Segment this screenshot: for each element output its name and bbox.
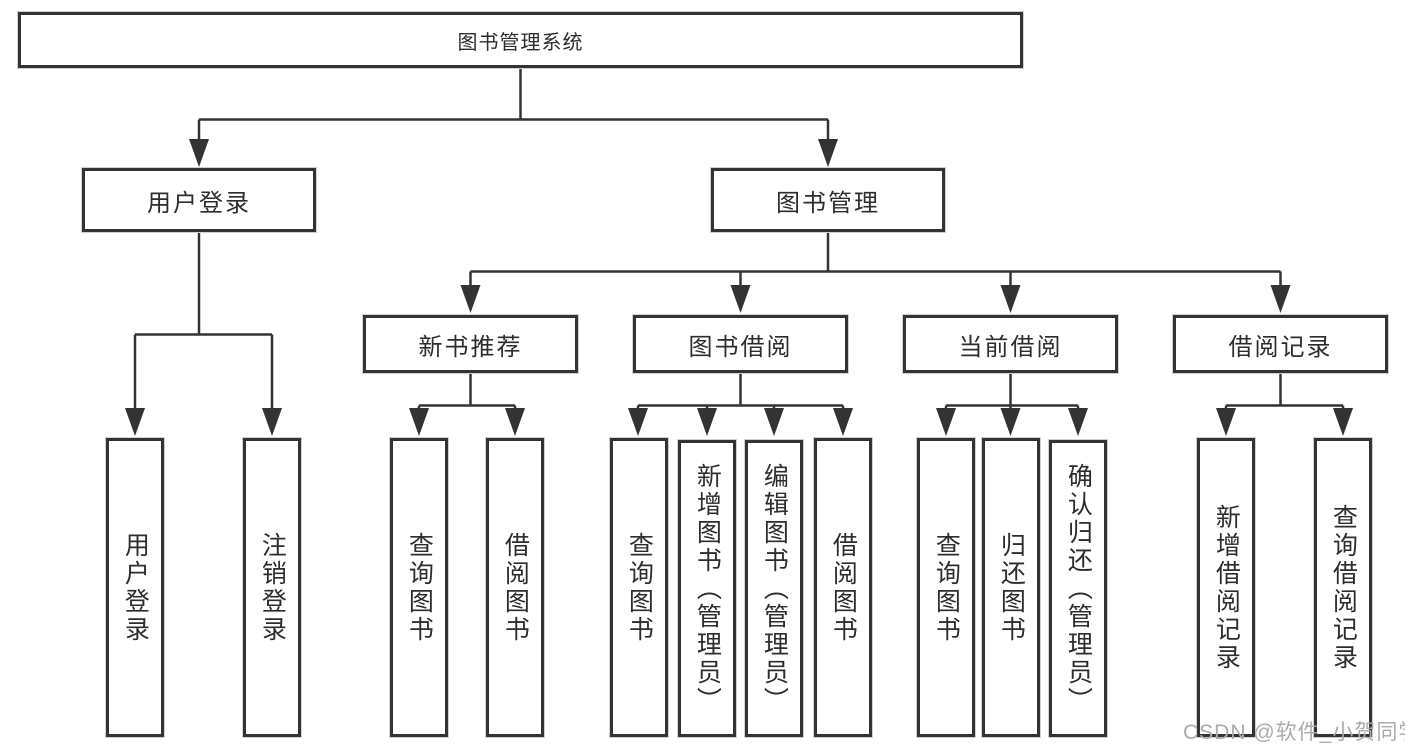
node-leaf-current-query-books: 查询图书	[917, 438, 975, 737]
node-label: 查询图书	[405, 531, 434, 644]
node-label: 编辑图书（管理员）	[760, 462, 789, 715]
node-label: 借阅记录	[1228, 333, 1333, 361]
node-leaf-query-borrow-record: 查询借阅记录	[1314, 438, 1372, 737]
node-leaf-borrow-query-books: 查询图书	[610, 438, 668, 737]
node-label: 图书管理系统	[457, 31, 584, 54]
node-new-book-recommend: 新书推荐	[363, 315, 578, 373]
node-label: 查询图书	[625, 531, 654, 644]
node-label: 用户登录	[121, 531, 150, 644]
node-label: 借阅图书	[829, 531, 858, 644]
node-leaf-recommend-borrow-books: 借阅图书	[486, 438, 544, 737]
csdn-watermark: CSDN @软件_小贺同学	[1183, 721, 1405, 744]
node-leaf-add-borrow-record: 新增借阅记录	[1197, 438, 1255, 737]
node-label: 确认归还（管理员）	[1064, 462, 1093, 715]
node-label: 图书借阅	[688, 333, 793, 361]
node-label: 查询借阅记录	[1329, 503, 1358, 672]
node-leaf-return-books: 归还图书	[982, 438, 1040, 737]
node-current-borrow: 当前借阅	[903, 315, 1118, 373]
node-book-borrow: 图书借阅	[633, 315, 848, 373]
node-borrow-records: 借阅记录	[1173, 315, 1388, 373]
node-leaf-user-login: 用户登录	[106, 438, 164, 737]
node-label: 图书管理	[776, 189, 880, 217]
node-library-management-system: 图书管理系统	[18, 12, 1023, 68]
node-label: 用户登录	[147, 189, 251, 217]
node-label: 新增图书（管理员）	[693, 462, 722, 715]
node-user-login: 用户登录	[82, 168, 316, 232]
node-label: 新书推荐	[418, 333, 523, 361]
node-leaf-add-books-admin: 新增图书（管理员）	[678, 440, 736, 737]
node-label: 借阅图书	[501, 531, 530, 644]
node-leaf-borrow-books: 借阅图书	[814, 438, 872, 737]
node-label: 归还图书	[997, 531, 1026, 644]
node-leaf-edit-books-admin: 编辑图书（管理员）	[745, 440, 803, 737]
arrowhead-icons	[125, 139, 1353, 436]
node-leaf-recommend-query-books: 查询图书	[390, 438, 448, 737]
node-leaf-confirm-return-admin: 确认归还（管理员）	[1049, 440, 1107, 737]
node-leaf-logout: 注销登录	[243, 438, 301, 737]
node-label: 注销登录	[258, 531, 287, 644]
node-book-management: 图书管理	[711, 168, 945, 232]
node-label: 查询图书	[932, 531, 961, 644]
node-label: 当前借阅	[958, 333, 1063, 361]
node-label: 新增借阅记录	[1212, 503, 1241, 672]
